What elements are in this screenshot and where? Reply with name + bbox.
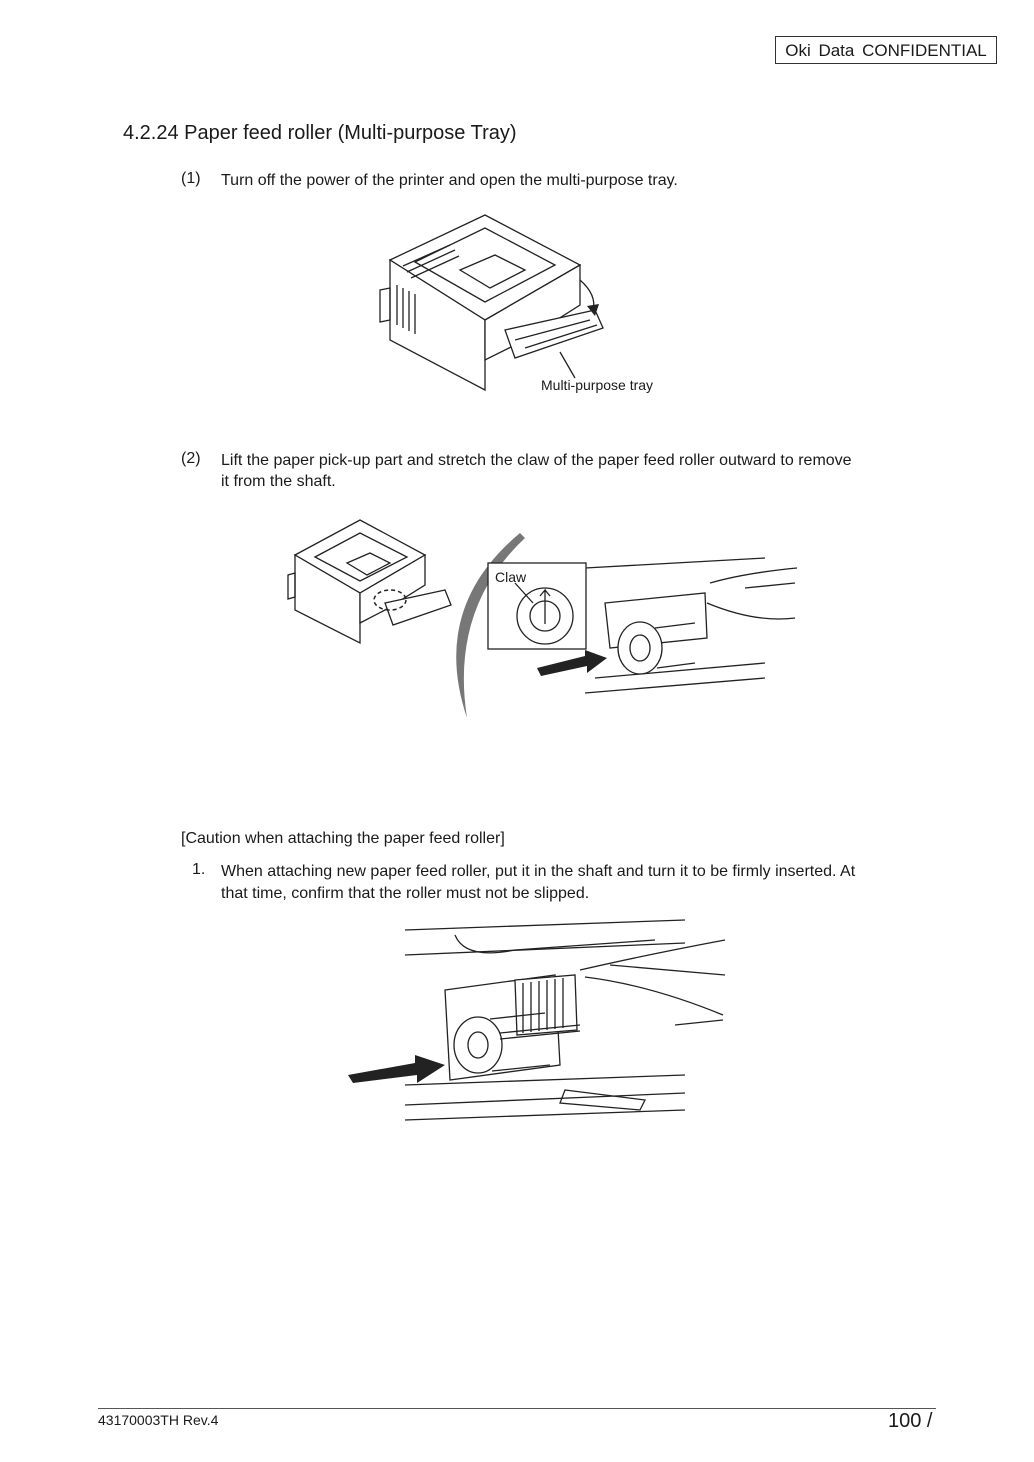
caution-item-1-text-line2: that time, confirm that the roller must … bbox=[221, 885, 590, 902]
printer-tray-figure bbox=[379, 214, 604, 392]
footer-doc-id: 43170003TH Rev.4 bbox=[98, 1412, 219, 1428]
confidential-label: Oki Data CONFIDENTIAL bbox=[775, 36, 997, 64]
multi-purpose-tray-label: Multi-purpose tray bbox=[541, 377, 654, 393]
zoom-detail-figure bbox=[456, 533, 798, 718]
section-title: 4.2.24 Paper feed roller (Multi-purpose … bbox=[123, 122, 517, 144]
claw-label: Claw bbox=[495, 569, 527, 585]
caution-item-1-number: 1. bbox=[192, 861, 206, 878]
step-1-number: (1) bbox=[181, 170, 201, 187]
step-1-text: Turn off the power of the printer and op… bbox=[221, 172, 678, 189]
step-2-text-line1: Lift the paper pick-up part and stretch … bbox=[221, 452, 852, 469]
caution-item-1-text-line1: When attaching new paper feed roller, pu… bbox=[221, 863, 856, 880]
roller-attach-figure bbox=[348, 919, 726, 1121]
footer-page-number: 100 / bbox=[888, 1410, 933, 1432]
footer-divider bbox=[98, 1408, 936, 1409]
step-2-number: (2) bbox=[181, 450, 201, 467]
step-2-text-line2: it from the shaft. bbox=[221, 473, 336, 490]
printer-small-figure bbox=[287, 519, 452, 645]
caution-title: [Caution when attaching the paper feed r… bbox=[181, 830, 505, 847]
